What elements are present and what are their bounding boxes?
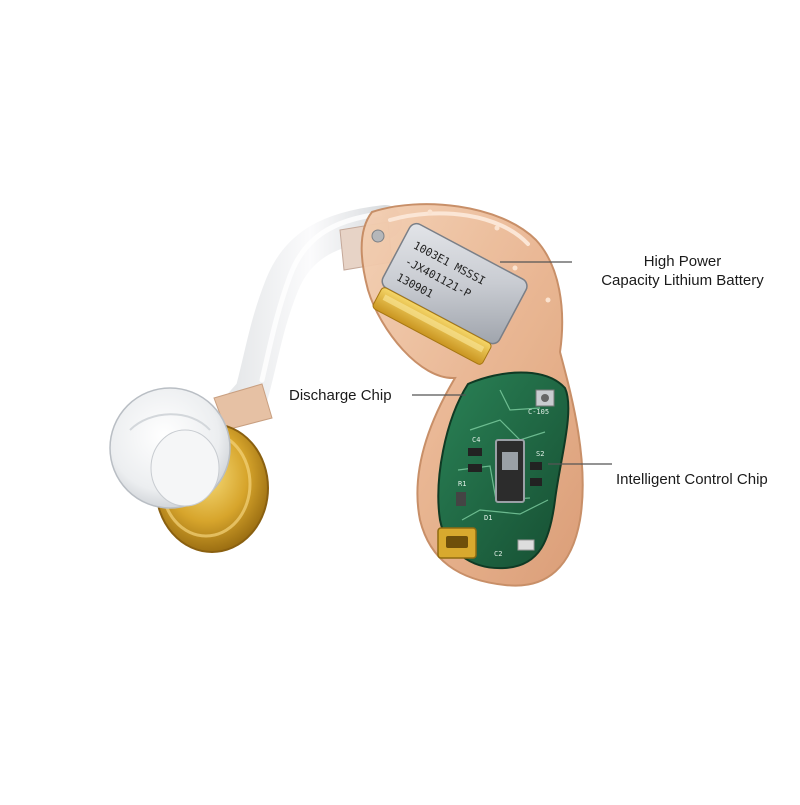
shell-dot: [494, 225, 500, 231]
ear-hook-tube-highlight: [259, 211, 383, 383]
smd-component: [530, 462, 542, 470]
shell-dot: [512, 265, 518, 271]
smd-component: [456, 492, 466, 506]
lithium-battery: 1003E1 MSSSI -JX401121-P 130901: [372, 222, 528, 365]
pcb-mark: C4: [472, 436, 480, 444]
shell-highlight: [388, 211, 530, 246]
pcb-trace: [461, 499, 549, 521]
shell-dot: [427, 209, 433, 215]
pcb-mark: C2: [494, 550, 502, 558]
smd-component: [468, 464, 482, 472]
pcb-mark: D1: [484, 514, 492, 522]
smd-component: [530, 478, 542, 486]
ear-dome-fold: [129, 413, 211, 431]
micro-usb-opening: [446, 536, 468, 548]
smd-component: [468, 448, 482, 456]
discharge-chip-label: Discharge Chip: [289, 387, 392, 404]
shell-screw: [371, 229, 385, 243]
control-chip-label: Intelligent Control Chip: [616, 471, 768, 488]
control-chip: [495, 439, 525, 503]
circuit-board: C-105 C4 R1 S2 D1 C2: [437, 371, 570, 570]
microphone-port: [541, 394, 549, 402]
pcb-mark: S2: [536, 450, 544, 458]
pcb-mark: C-105: [528, 408, 549, 416]
battery-callout-line1: High Power: [643, 253, 722, 270]
pcb-mark: R1: [458, 480, 466, 488]
ear-dome-inner: [150, 429, 220, 507]
battery-gold-shine: [382, 294, 485, 353]
control-chip-slider: [502, 452, 518, 470]
pcb-trace: [469, 419, 546, 441]
smd-component: [517, 539, 535, 551]
battery-callout-label: High Power Capacity Lithium Battery: [580, 252, 785, 290]
pcb-trace: [499, 389, 541, 411]
shell-dot: [545, 297, 551, 303]
battery-callout-line2: Capacity Lithium Battery: [601, 272, 764, 289]
